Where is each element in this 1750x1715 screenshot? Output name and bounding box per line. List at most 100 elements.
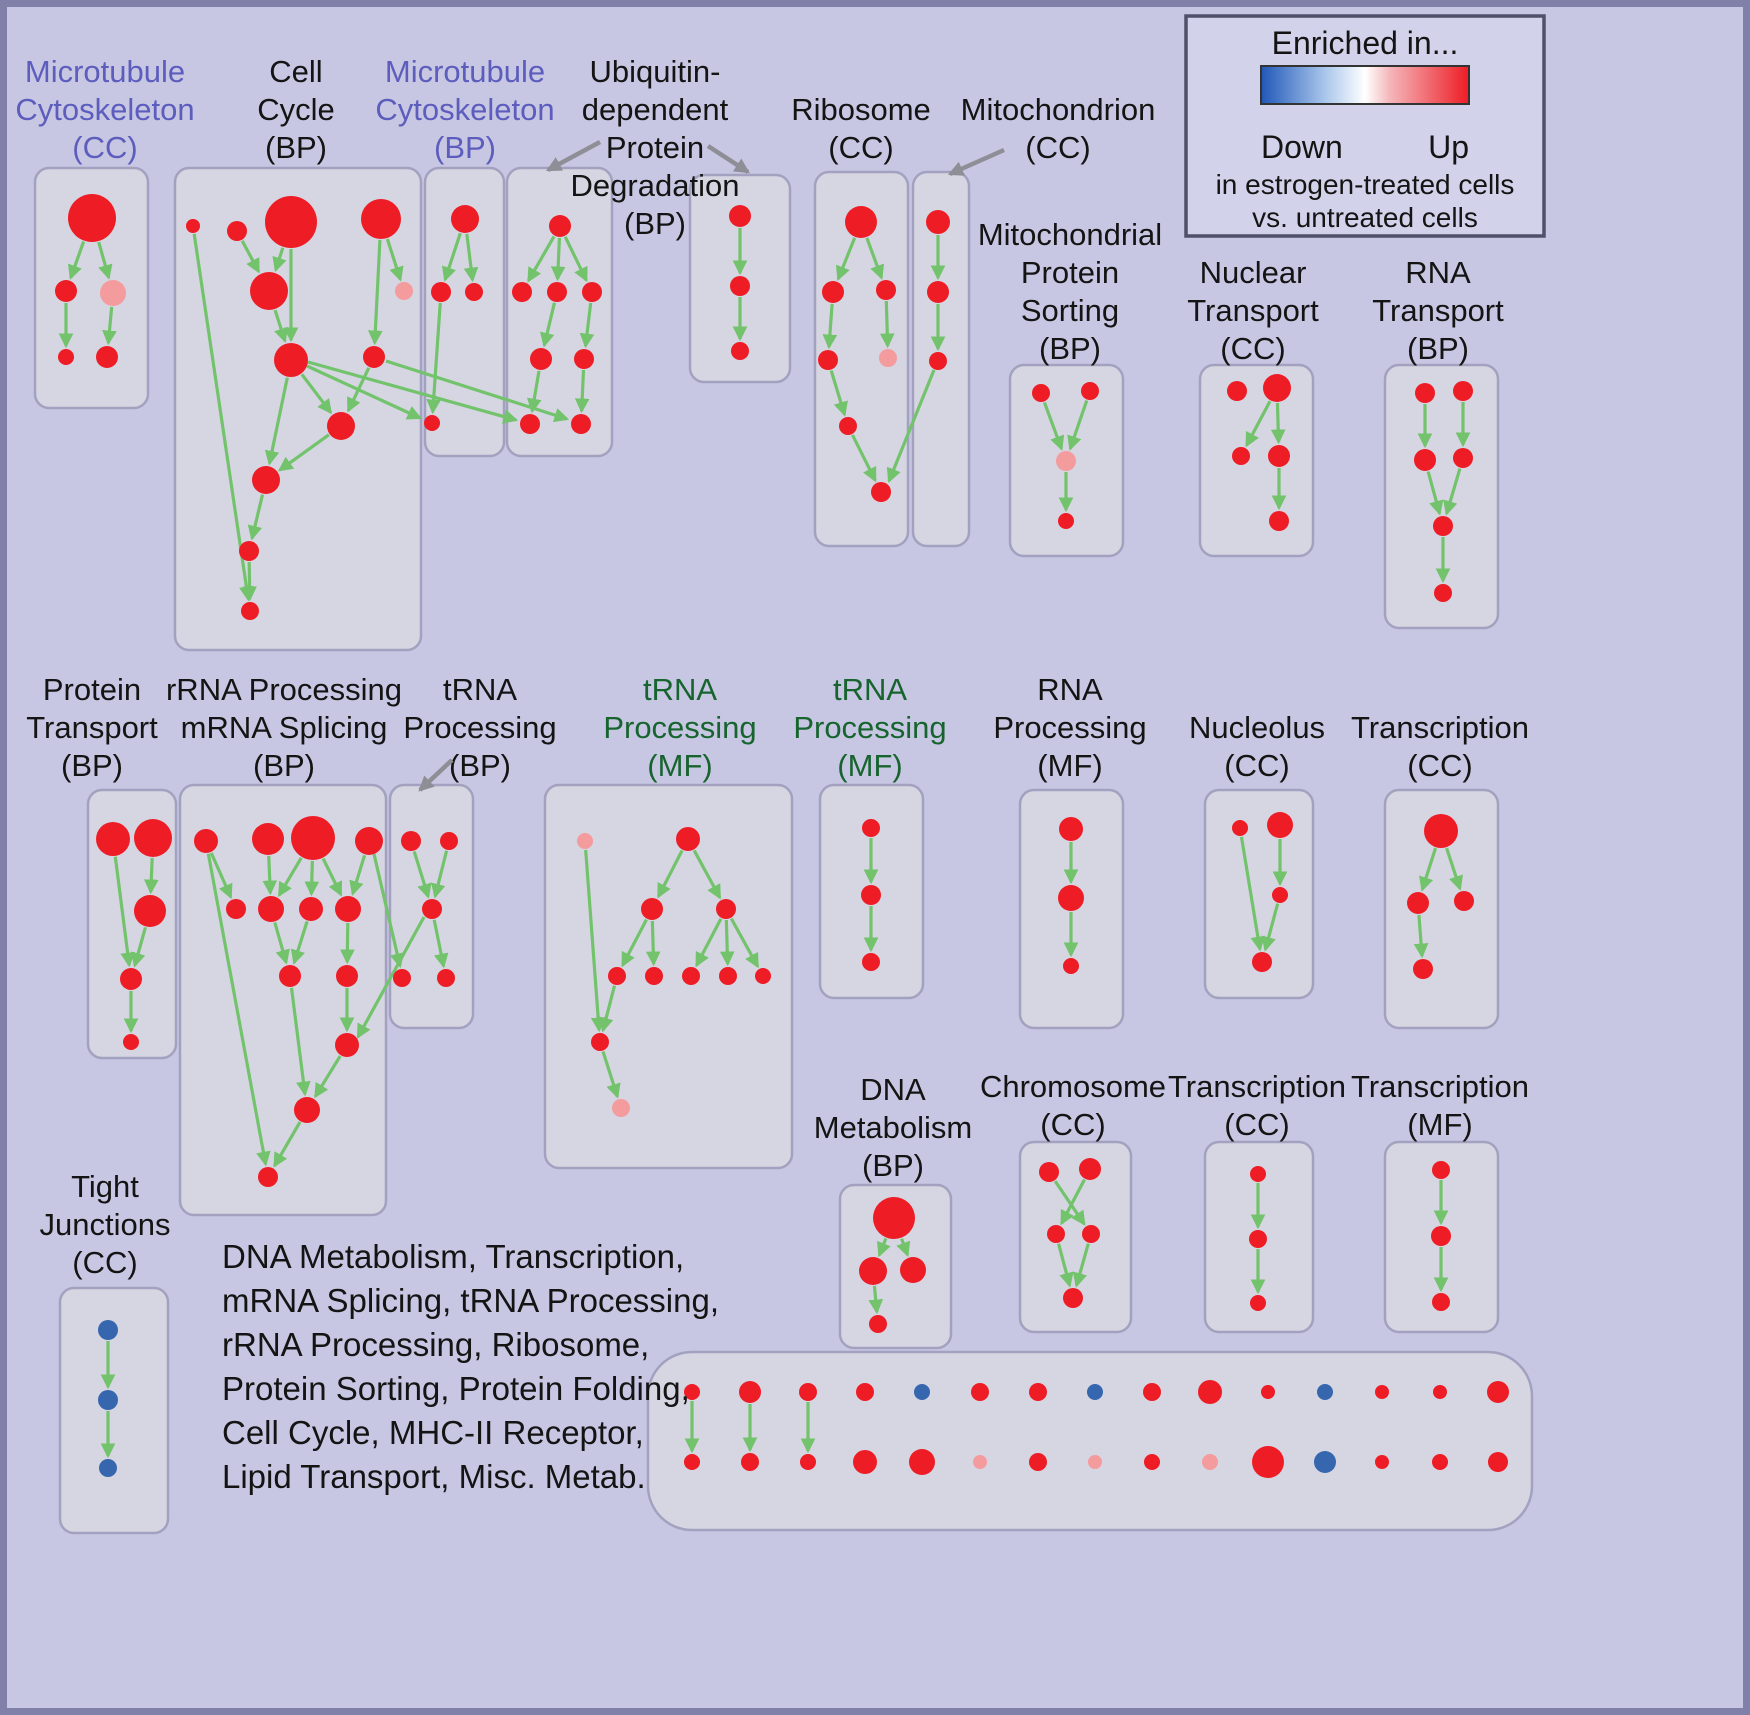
go-term-node-blue [1314,1451,1336,1473]
go-term-node-red [96,822,130,856]
go-term-node-red [1063,958,1079,974]
edge-arrow [367,239,383,346]
go-term-node-blue [1317,1384,1333,1400]
edge-arrow [385,238,404,282]
nuclear-transport-cc-box [1198,363,1315,558]
go-term-node-red [96,346,118,368]
transcription-mf-label: Transcription(MF) [1351,1069,1529,1142]
go-term-node-red [1082,1225,1100,1243]
go-term-node-red [239,541,259,561]
go-term-node-red [900,1257,926,1283]
legend-subtitle-1: in estrogen-treated cells [1216,169,1515,200]
edge-arrow [574,369,590,414]
go-term-node-red [876,280,896,300]
go-term-node-red [818,350,838,370]
edge-arrow [1261,903,1280,952]
go-term-node-red [927,281,949,303]
go-term-node-red [1432,1161,1450,1179]
edge-arrow [441,232,462,282]
go-term-node-red [1432,1454,1448,1470]
label-pointer-arrow [418,758,454,792]
go-term-node-red [1434,584,1452,602]
go-term-node-red [1059,817,1083,841]
edge-arrow [67,241,86,280]
edge-arrow [1072,1243,1090,1288]
go-term-node-red [424,415,440,431]
edge-arrow [321,857,343,897]
edge-arrow [719,919,735,967]
go-term-node-red [1453,448,1473,468]
go-term-node-red [853,1450,877,1474]
go-term-node-red [755,968,771,984]
legend-up-label: Up [1428,129,1469,165]
go-term-node-red [55,280,77,302]
go-term-node-red [582,282,602,302]
edge-arrow [431,850,449,899]
edge-arrow [277,856,303,898]
cross-cluster-edge [356,916,426,1039]
label-pointer-arrow [947,147,1005,177]
edge-arrow [822,303,838,350]
go-term-node-red [729,205,751,227]
go-term-node-red [1261,1385,1275,1399]
go-term-node-red [845,206,877,238]
go-term-node-red [574,349,594,369]
edge-arrow [304,860,320,897]
edge-arrow [1239,836,1266,952]
edge-arrow [598,985,617,1033]
chromosome-cc-label: Chromosome(CC) [980,1069,1166,1142]
go-term-node-red [1432,1293,1450,1311]
mixed-terms-box [646,1350,1534,1532]
go-term-node-red [123,1034,139,1050]
go-term-node-pink [1202,1454,1218,1470]
edge-arrow [349,854,367,896]
go-term-node-red [1252,1446,1284,1478]
go-term-node-red [861,885,881,905]
go-term-node-red [1039,1162,1059,1182]
go-term-node-pink [879,349,897,367]
go-term-node-red [431,282,451,302]
ubiquitin-dependent-protein-degradation-bp-box [505,166,614,458]
edge-arrow [829,370,848,417]
edge-arrow [868,1285,884,1315]
edge-arrow [131,926,147,968]
go-term-node-red [730,276,750,296]
go-term-node-blue [98,1320,118,1340]
edge-arrow [192,233,254,602]
go-term-node-pink [100,280,126,306]
go-term-node-red [68,194,116,242]
go-term-node-red [194,829,218,853]
go-term-node-blue [914,1384,930,1400]
edge-arrow [314,1055,342,1099]
edge-arrow [1443,468,1462,516]
edge-arrow [1057,1243,1074,1288]
go-term-node-red [1407,892,1429,914]
go-term-node-red [1079,1158,1101,1180]
edge-arrow [692,849,722,900]
transcription-cc-2-label: Transcription(CC) [1168,1069,1346,1142]
nucleolus-cc-label: Nucleolus(CC) [1189,710,1325,783]
go-term-node-red [1413,959,1433,979]
go-term-node-red [739,1381,761,1403]
go-term-node-red [822,281,844,303]
edge-arrow [896,1238,911,1258]
go-term-node-red [731,342,749,360]
edge-arrow [729,917,760,969]
go-term-node-red [871,482,891,502]
go-term-node-red [440,832,458,850]
edge-arrow [879,300,895,349]
go-term-node-red [1232,447,1250,465]
go-term-node-red [1249,1230,1267,1248]
legend-subtitle-2: vs. untreated cells [1252,202,1478,233]
edge-arrow [656,849,684,899]
edge-arrow [1413,914,1429,959]
edge-arrow [563,236,588,283]
